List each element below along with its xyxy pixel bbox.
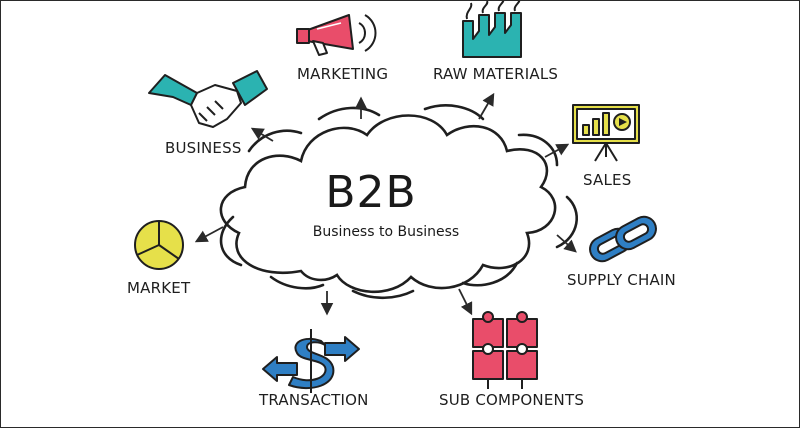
central-cloud xyxy=(219,104,578,300)
sub-components-label: SUB COMPONENTS xyxy=(439,391,585,409)
sales-label: SALES xyxy=(583,171,632,189)
arrow-to-raw-materials xyxy=(478,92,495,120)
puzzle-pieces-icon xyxy=(472,311,538,389)
arrow-to-business xyxy=(250,127,274,142)
dollar-exchange-icon xyxy=(262,329,360,393)
arrow-to-sub-components xyxy=(458,288,473,316)
center-subtitle: Business to Business xyxy=(312,224,460,240)
marketing-label: MARKETING xyxy=(297,65,389,83)
transaction-label: TRANSACTION xyxy=(259,391,369,409)
megaphone-icon xyxy=(296,14,377,56)
raw-materials-label: RAW MATERIALS xyxy=(433,65,559,83)
connector-arrows xyxy=(194,92,577,316)
arrow-to-supply-chain xyxy=(556,234,577,253)
business-label: BUSINESS xyxy=(165,139,242,157)
supply-chain-label: SUPPLY CHAIN xyxy=(567,271,676,289)
market-label: MARKET xyxy=(127,279,191,297)
factory-icon xyxy=(462,1,522,58)
arrow-to-sales xyxy=(544,143,570,158)
arrow-to-market xyxy=(194,226,224,243)
presentation-board-icon xyxy=(572,104,640,162)
handshake-icon xyxy=(148,70,268,128)
center-title: B2B xyxy=(325,167,417,218)
chain-link-icon xyxy=(589,215,657,263)
pie-chart-icon xyxy=(134,220,184,270)
